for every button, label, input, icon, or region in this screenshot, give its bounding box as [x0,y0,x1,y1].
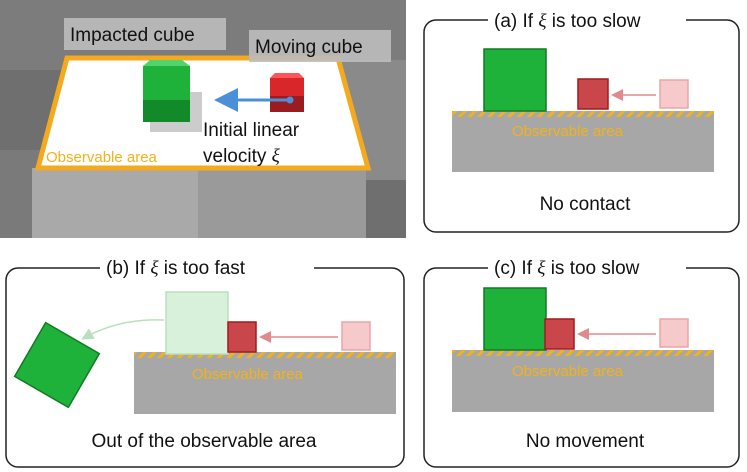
panel-a-moving-cube [577,78,609,110]
panel-a-impacted-cube [483,48,547,112]
panel-c-title: (c) If ξ is too slow [494,258,640,279]
panel-a-ground [452,117,714,172]
panel-b-observable-label: Observable area [192,366,304,383]
velocity-label-line2: velocity ξ [203,146,281,167]
panel-c-observable-label: Observable area [512,363,624,380]
panel-b-ground [134,358,396,414]
panel-b-impacted-ghost [165,291,229,355]
panel-c-impacted-cube [483,287,547,351]
moving-cube-label: Moving cube [255,37,363,58]
panel-a-observable-label: Observable area [512,123,624,140]
panel-b-hatched-surface [134,352,396,358]
velocity-label-line1: Initial linear [203,120,300,141]
panel-c-moving-cube [544,318,575,350]
impacted-cube-label: Impacted cube [70,25,195,46]
moving-cube-3d [270,73,304,112]
panel-b: (b) If ξ is too fast Observable area Out… [5,254,405,468]
panel-a: (a) If ξ is too slow Observable area No … [423,8,740,233]
panel-a-hatched-surface [452,111,714,117]
simulation-scene: Impacted cube Moving cube Initial linear… [0,0,406,238]
panel-c: (c) If ξ is too slow Observable area No … [423,254,740,468]
panel-c-ground [452,356,714,412]
panel-b-caption: Out of the observable area [92,431,317,452]
panel-c-start-ghost [659,318,689,348]
panel-b-impacted-cube [13,321,101,409]
panel-b-moving-cube [227,321,257,353]
scene-observable-label: Observable area [46,149,158,166]
panel-a-title: (a) If ξ is too slow [494,11,641,32]
impacted-cube-3d [143,60,202,132]
panel-b-start-ghost [341,321,371,351]
panel-c-hatched-surface [452,350,714,356]
panel-b-trajectory-arrow [81,319,165,340]
panel-a-start-ghost [659,79,689,109]
panel-c-caption: No movement [526,431,645,452]
panel-b-title: (b) If ξ is too fast [106,258,246,279]
panel-a-caption: No contact [540,194,632,215]
